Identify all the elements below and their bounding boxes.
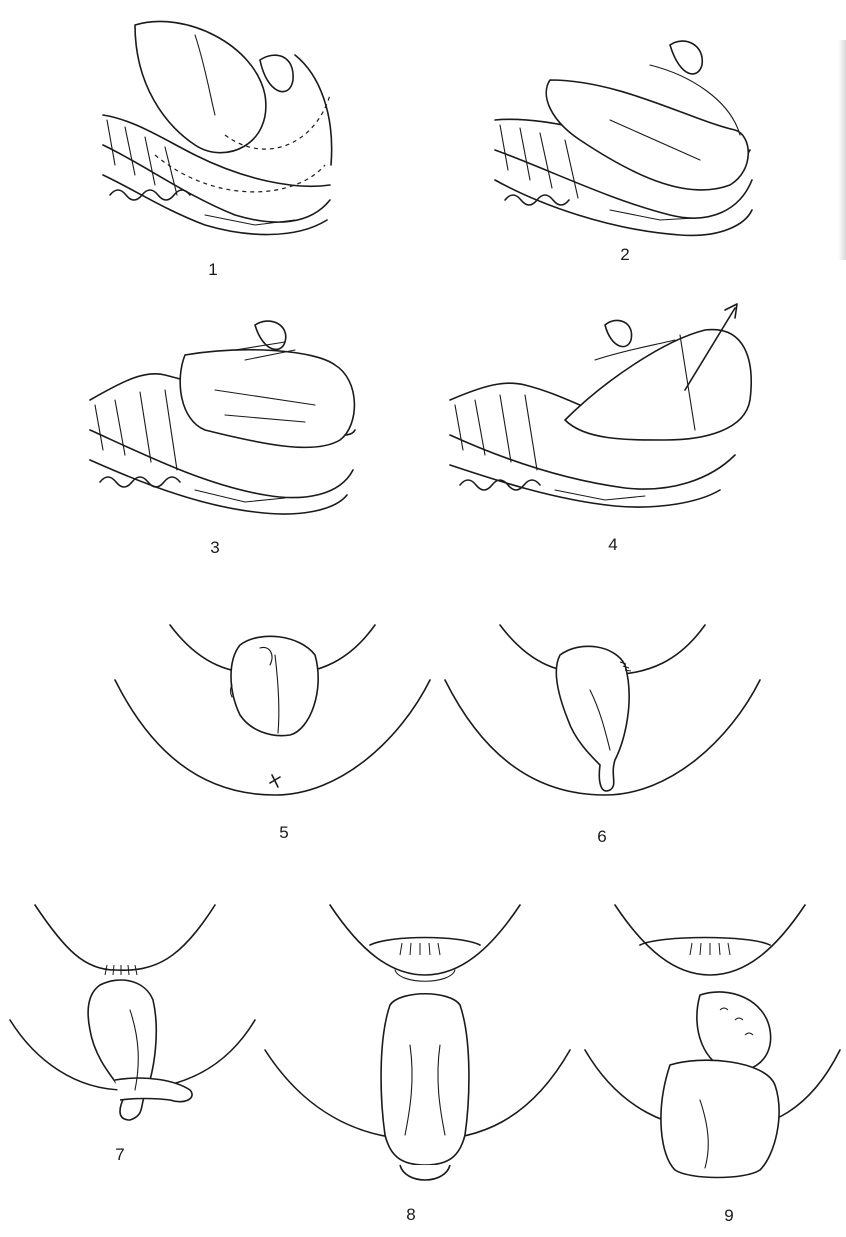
panel-label: 2 <box>610 245 640 265</box>
page-edge-shadow <box>838 40 846 260</box>
panel-label: 7 <box>105 1145 135 1165</box>
sagittal-section-drawing <box>490 40 760 240</box>
panel-label: 9 <box>714 1206 744 1226</box>
perineal-view-drawing <box>5 900 270 1130</box>
sagittal-section-drawing <box>95 15 355 250</box>
panel-2: 2 <box>490 40 760 240</box>
panel-3: 3 <box>85 320 375 530</box>
panel-6: 6 <box>440 620 770 830</box>
panel-label: 8 <box>396 1205 426 1225</box>
perineal-view-drawing <box>110 620 440 830</box>
panel-label: 6 <box>587 827 617 847</box>
panel-9: 9 <box>580 900 845 1220</box>
panel-7: 7 <box>5 900 270 1130</box>
panel-label: 4 <box>598 535 628 555</box>
sagittal-section-drawing <box>85 320 375 530</box>
panel-8: 8 <box>260 900 580 1220</box>
sagittal-section-drawing <box>445 300 775 530</box>
perineal-view-drawing <box>440 620 770 830</box>
panel-5: 5 <box>110 620 440 830</box>
panel-label: 5 <box>269 823 299 843</box>
perineal-view-drawing <box>580 900 845 1220</box>
panel-1: 1 <box>95 15 355 250</box>
panel-label: 3 <box>200 538 230 558</box>
panel-label: 1 <box>198 260 228 280</box>
panel-4: 4 <box>445 300 775 530</box>
perineal-view-drawing <box>260 900 580 1220</box>
